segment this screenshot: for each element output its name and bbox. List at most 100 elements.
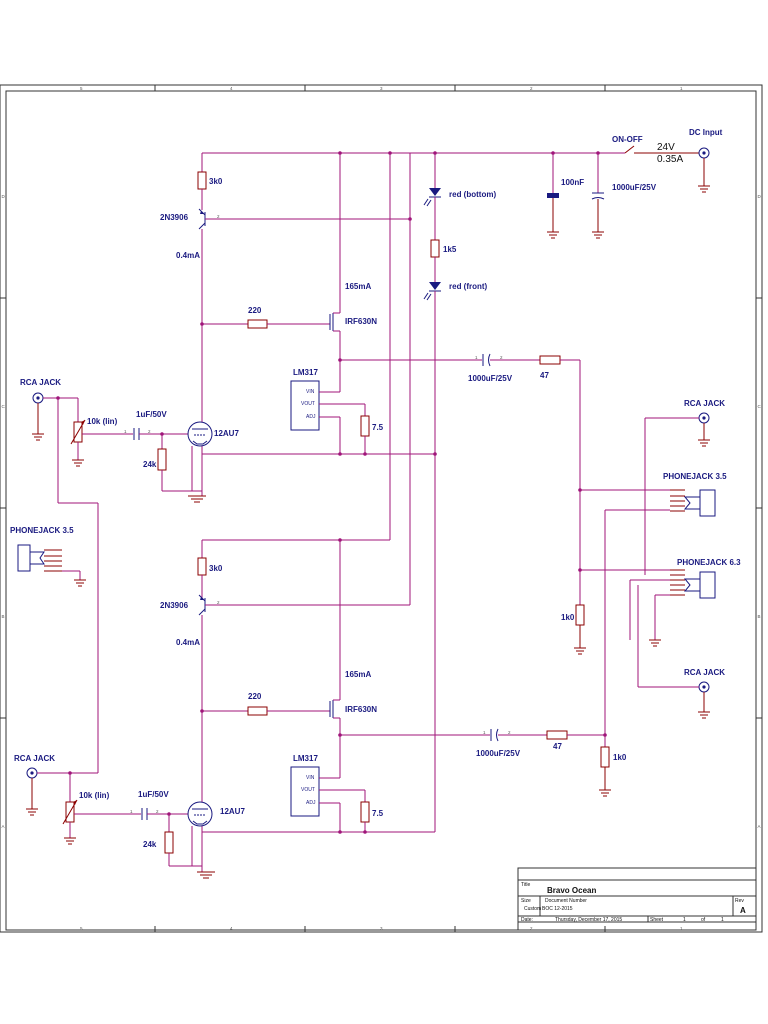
ground-symbol — [649, 639, 661, 647]
transistor-2n3906-top: 2N3906 2 — [160, 208, 412, 230]
frame-labels: 5 4 3 2 1 5 4 3 2 1 D C B A D C B A — [2, 86, 762, 931]
regulator-label: LM317 — [293, 754, 318, 763]
date-value: Thursday, December 17, 2015 — [555, 917, 622, 923]
res-3k0-label: 3k0 — [209, 564, 223, 573]
left-phonejack-label: PHONEJACK 3.5 — [10, 526, 74, 535]
res-47-label: 47 — [540, 371, 549, 380]
row-label-left: A — [2, 824, 5, 829]
input-rca-bottom: RCA JACK — [14, 754, 55, 816]
svg-text:1: 1 — [130, 809, 133, 814]
ground-symbol — [197, 871, 215, 879]
cap-100nf-label: 100nF — [561, 178, 584, 187]
resistor-3k0-bottom — [197, 557, 207, 576]
ground-symbol — [698, 185, 710, 193]
sheet-number: 1 — [683, 917, 686, 923]
svg-text:2: 2 — [156, 809, 159, 814]
resistor-220-top — [247, 319, 268, 329]
cap-out-bottom: 1000uF/25V 1 2 — [476, 728, 521, 758]
cap-out-label: 1000uF/25V — [476, 749, 521, 758]
row-label-left: C — [2, 404, 6, 409]
switch-label: ON-OFF — [612, 135, 643, 144]
transistor-label: 2N3906 — [160, 601, 189, 610]
input-rca-top: RCA JACK — [20, 378, 61, 441]
phone35-label: PHONEJACK 3.5 — [663, 472, 727, 481]
title-field-label: Title — [521, 882, 530, 888]
bottom-channel: 3k0 2N3906 2 0.4mA 220 IRF630N 165mA — [14, 503, 627, 879]
row-label-right: C — [758, 404, 762, 409]
col-label-bottom: 1 — [680, 926, 683, 931]
docnum-value: BOC 12-2015 — [542, 906, 573, 912]
title-block: Title Bravo Ocean Size Custom Document N… — [517, 867, 757, 931]
row-label-left: B — [2, 614, 5, 619]
ground-symbol — [698, 711, 710, 719]
ground-symbol — [574, 647, 586, 655]
resistor-7-5-top — [360, 415, 370, 437]
input-jack-label: RCA JACK — [20, 378, 61, 387]
ground-symbol — [698, 439, 710, 447]
date-field-label: Date: — [521, 917, 533, 923]
svg-text:2: 2 — [148, 429, 151, 434]
sheet-total: 1 — [721, 917, 724, 923]
res-3k0-label: 3k0 — [209, 177, 223, 186]
input-jack-label: RCA JACK — [14, 754, 55, 763]
regulator-lm317-bottom: LM317 VIN VOUT ADJ — [290, 754, 365, 832]
ground-symbol — [188, 495, 206, 503]
ground-symbol — [26, 808, 38, 816]
ground-symbol — [592, 231, 604, 239]
tube-12au7-top: 12AU7 — [187, 421, 239, 447]
output-rca-bottom: RCA JACK — [637, 585, 725, 719]
ground-symbol — [72, 459, 84, 467]
mosfet-label: IRF630N — [345, 705, 377, 714]
resistor-7-5-bottom — [360, 801, 370, 823]
regulator-lm317-top: LM317 VIN VOUT ADJ — [290, 368, 365, 454]
res-24k-label: 24k — [143, 840, 157, 849]
svg-text:ADJ: ADJ — [306, 414, 316, 420]
dc-input-label: DC Input — [689, 128, 723, 137]
supply-voltage: 24V — [657, 142, 675, 153]
svg-text:2: 2 — [217, 214, 220, 219]
regulator-label: LM317 — [293, 368, 318, 377]
svg-text:2: 2 — [508, 730, 511, 735]
res-24k-label: 24k — [143, 460, 157, 469]
current-04ma-label: 0.4mA — [176, 251, 200, 260]
current-04ma-label: 0.4mA — [176, 638, 200, 647]
col-label-top: 5 — [80, 86, 83, 91]
sheet-field-label: Sheet — [650, 917, 664, 923]
res-7-5-label: 7.5 — [372, 809, 384, 818]
res-1k0-top-label: 1k0 — [561, 613, 575, 622]
tube-label: 12AU7 — [214, 429, 239, 438]
current-165ma-label: 165mA — [345, 282, 371, 291]
transistor-2n3906-bottom: 2N3906 2 — [160, 594, 410, 616]
res-220-label: 220 — [248, 692, 262, 701]
rev-field-label: Rev — [735, 898, 744, 904]
cap-100nf: 100nF — [547, 153, 584, 239]
svg-text:2: 2 — [217, 600, 220, 605]
output-rca-top: RCA JACK — [644, 399, 725, 575]
led-top-label: red (bottom) — [449, 190, 496, 199]
resistor-1k0-bottom — [600, 746, 610, 768]
rca-bottom-label: RCA JACK — [684, 668, 725, 677]
mosfet-label: IRF630N — [345, 317, 377, 326]
power-switch: ON-OFF 24V 0.35A — [612, 135, 700, 165]
svg-text:2: 2 — [500, 355, 503, 360]
svg-text:1: 1 — [475, 355, 478, 360]
rev-value: A — [740, 906, 746, 915]
resistor-47-bottom — [546, 730, 568, 740]
transistor-label: 2N3906 — [160, 213, 189, 222]
led-chain: red (bottom) 1k5 red (front) — [423, 153, 496, 832]
phone63-label: PHONEJACK 6.3 — [677, 558, 741, 567]
ground-symbol — [599, 789, 611, 797]
ground-symbol — [64, 837, 76, 845]
col-label-bottom: 2 — [530, 926, 533, 931]
pot-label: 10k (lin) — [87, 417, 118, 426]
svg-text:1: 1 — [483, 730, 486, 735]
resistor-24k-bottom — [164, 831, 174, 854]
cap-1000uf-label: 1000uF/25V — [612, 183, 657, 192]
col-label-bottom: 5 — [80, 926, 83, 931]
led-bottom-label: red (front) — [449, 282, 488, 291]
output-section: RCA JACK PHONEJACK 3.5 1k0 PH — [561, 399, 741, 719]
col-label-top: 3 — [380, 86, 383, 91]
